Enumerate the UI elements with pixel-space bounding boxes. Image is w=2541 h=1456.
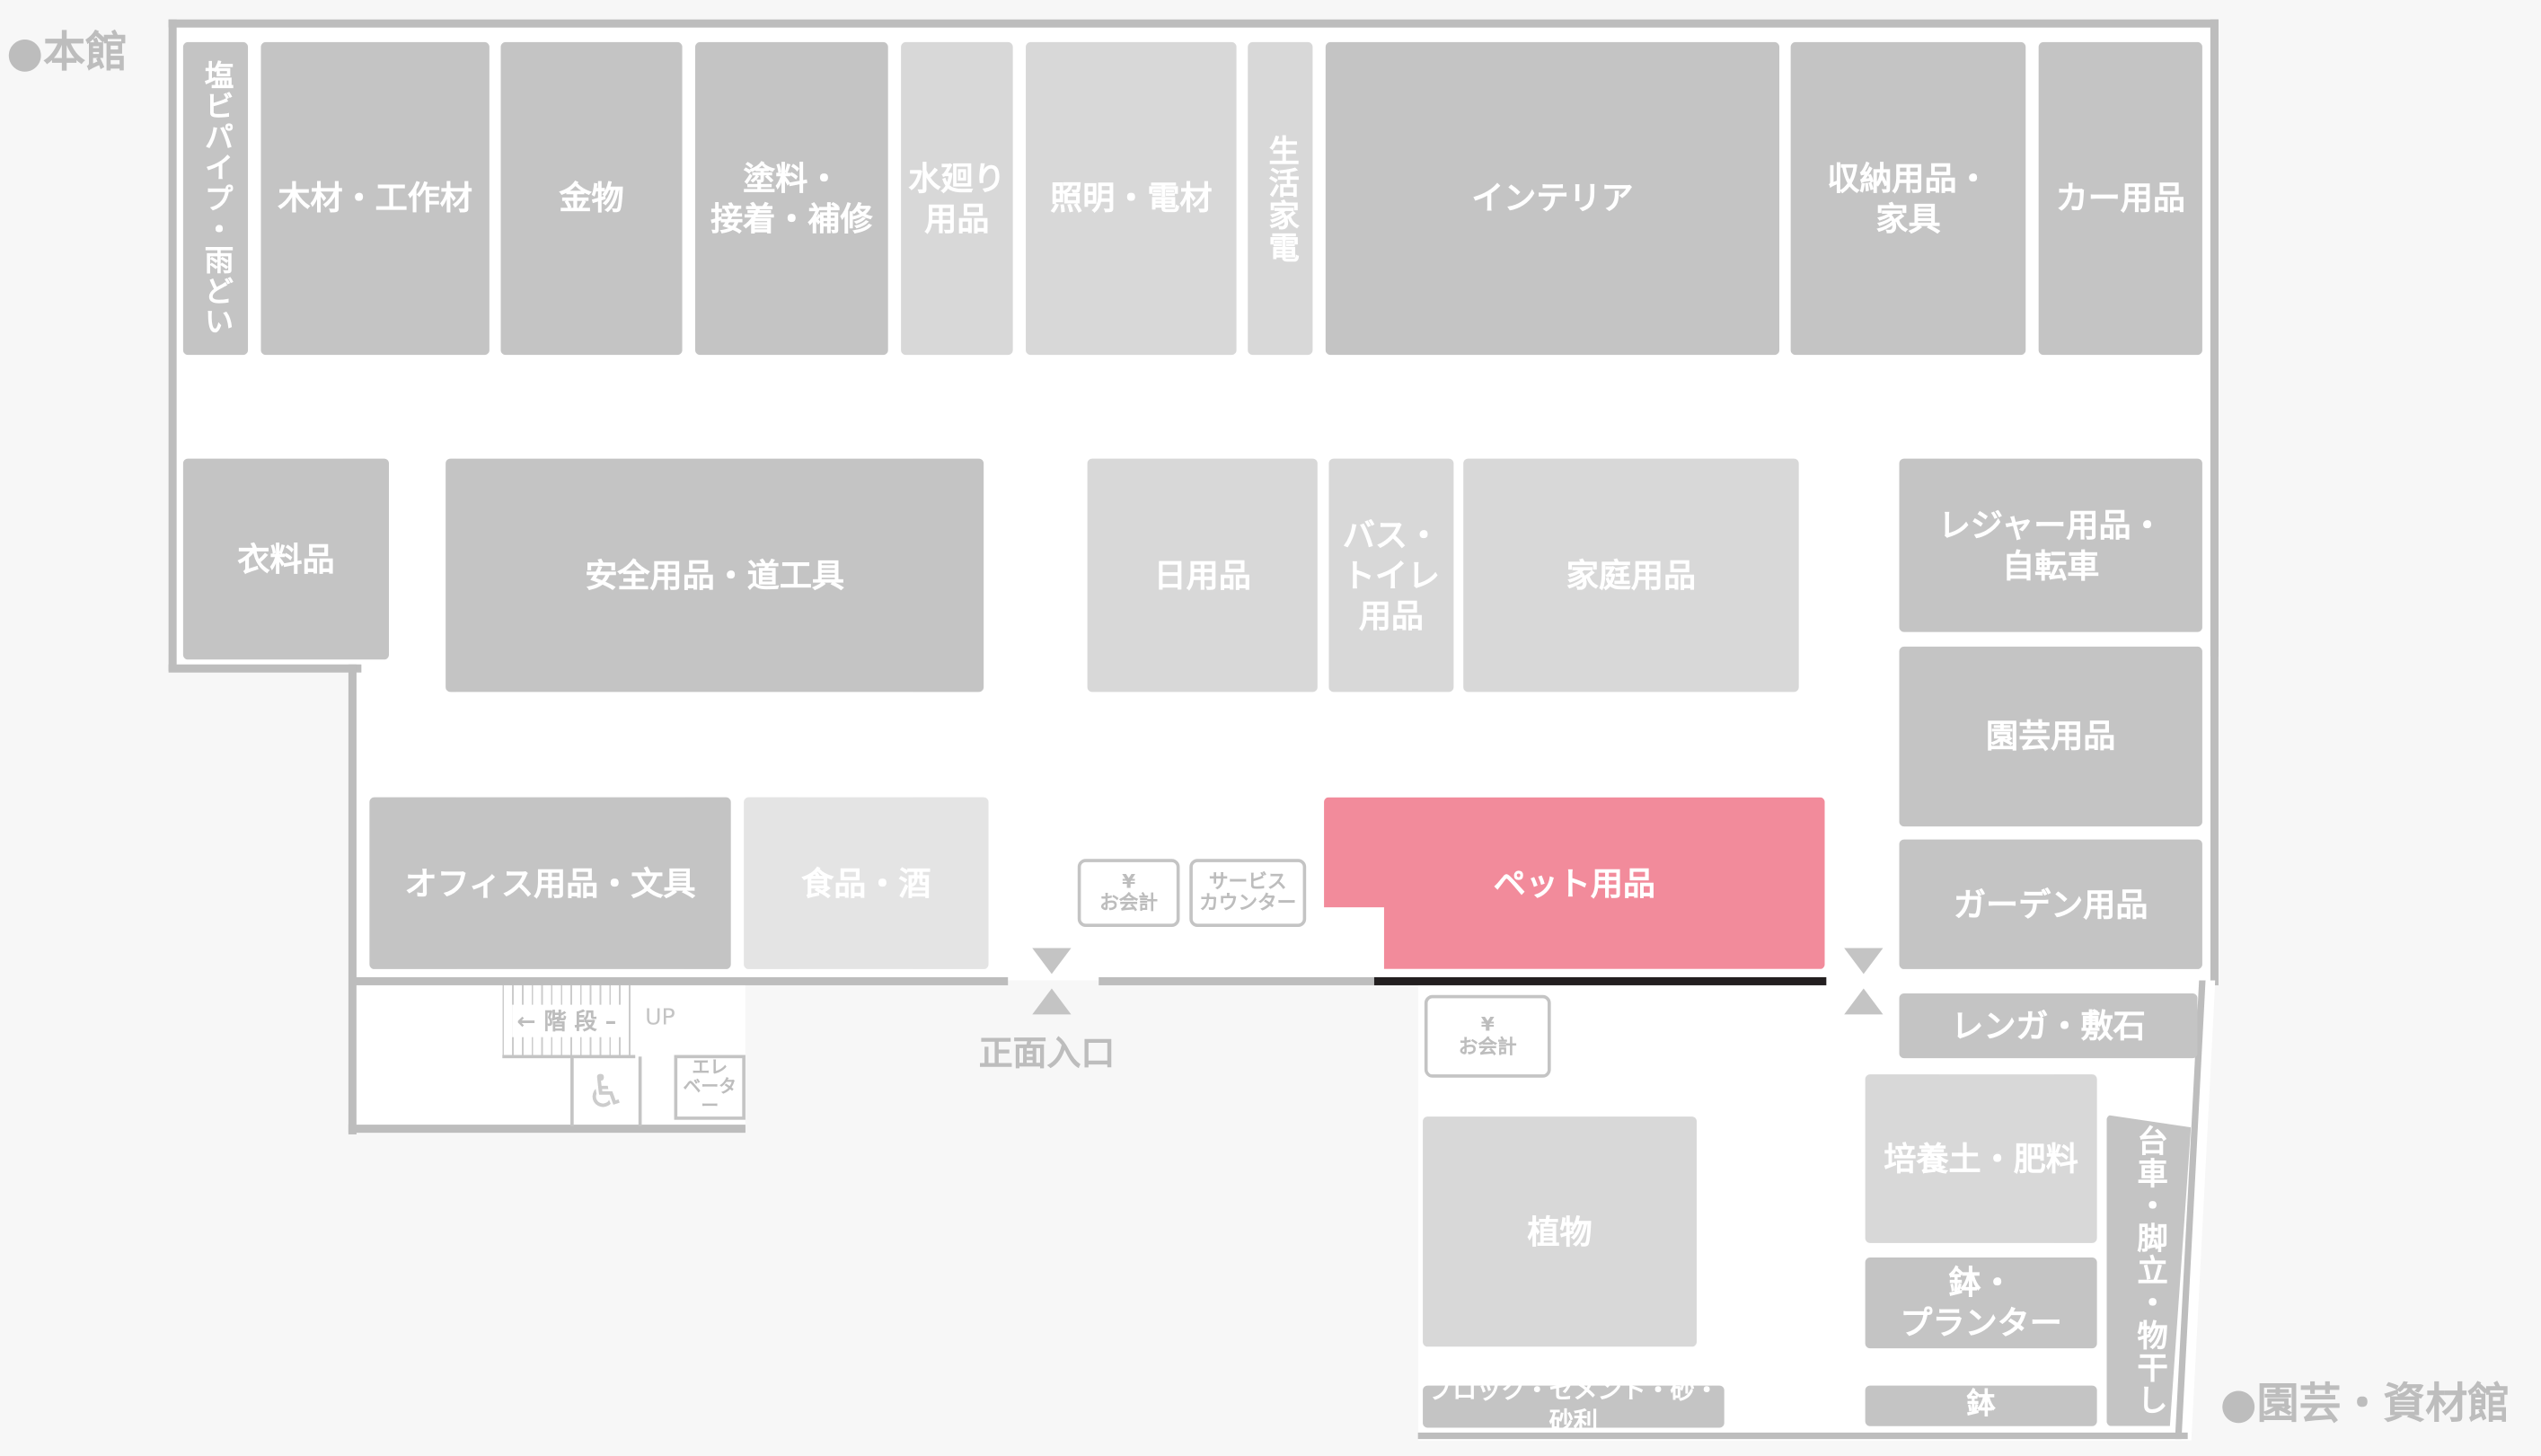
front-wall bbox=[1098, 976, 1378, 985]
label: ベーター bbox=[683, 1075, 737, 1117]
section-gardening[interactable]: 園芸用品 bbox=[1899, 646, 2202, 827]
section-pvc[interactable]: 塩ビパイプ・雨どい bbox=[182, 41, 249, 356]
section-clothing[interactable]: 衣料品 bbox=[182, 458, 390, 660]
garden-building-label: ●園芸・資材館 bbox=[2219, 1381, 2510, 1430]
label: お会計 bbox=[1458, 1034, 1517, 1058]
label: 鉢・ bbox=[1948, 1262, 2014, 1302]
yen-icon: ¥ bbox=[1122, 869, 1136, 893]
label: 用品 bbox=[1358, 596, 1424, 635]
front-wall bbox=[353, 976, 1009, 985]
section-plants[interactable]: 植物 bbox=[1423, 1116, 1697, 1347]
label: 家具 bbox=[1875, 199, 1941, 238]
garden-partition-line bbox=[1373, 976, 1827, 985]
label: サービス bbox=[1208, 869, 1287, 893]
main-building-label: ●本館 bbox=[6, 29, 128, 78]
elevator[interactable]: エレベーター bbox=[674, 1054, 746, 1120]
stairs-label: ← 階 段 – bbox=[512, 1004, 622, 1037]
label: 階 段 bbox=[543, 1010, 597, 1036]
wall bbox=[348, 664, 357, 1134]
main-entrance-label: 正面入口 bbox=[978, 1034, 1116, 1073]
up-label: UP bbox=[645, 1004, 675, 1031]
label: 収納用品・ bbox=[1827, 157, 1990, 198]
service-counter[interactable]: サービスカウンター bbox=[1189, 859, 1307, 928]
section-pots-planters[interactable]: 鉢・プランター bbox=[1865, 1257, 2097, 1349]
entrance-arrow-up-icon bbox=[1844, 988, 1884, 1015]
section-brick[interactable]: レンガ・敷石 bbox=[1899, 993, 2198, 1059]
section-lumber[interactable]: 木材・工作材 bbox=[260, 41, 490, 356]
section-car[interactable]: カー用品 bbox=[2038, 41, 2202, 356]
label: 塗料・ bbox=[743, 157, 841, 198]
garden-checkout-counter[interactable]: ¥お会計 bbox=[1424, 994, 1551, 1078]
section-pot[interactable]: 鉢 bbox=[1865, 1385, 2097, 1426]
section-safety[interactable]: 安全用品・道工具 bbox=[446, 458, 984, 693]
section-office[interactable]: オフィス用品・文具 bbox=[369, 797, 731, 969]
section-pet-highlighted[interactable]: ペット用品 bbox=[1324, 797, 1825, 969]
label: エレ bbox=[692, 1056, 728, 1078]
label: レジャー用品・ bbox=[1937, 505, 2164, 544]
section-leisure[interactable]: レジャー用品・自転車 bbox=[1899, 458, 2202, 632]
section-storage[interactable]: 収納用品・家具 bbox=[1790, 41, 2026, 356]
section-household[interactable]: 家庭用品 bbox=[1463, 458, 1799, 693]
label: 用品 bbox=[924, 199, 990, 238]
section-appliances[interactable]: 生活家電 bbox=[1248, 41, 1313, 356]
section-paint[interactable]: 塗料・接着・補修 bbox=[695, 41, 888, 356]
section-bath[interactable]: バス・トイレ用品 bbox=[1328, 458, 1454, 693]
wall bbox=[2210, 19, 2219, 985]
section-food[interactable]: 食品・酒 bbox=[744, 797, 989, 969]
label: 水廻り bbox=[908, 157, 1006, 198]
wall bbox=[168, 664, 362, 673]
entrance-arrow-up-icon bbox=[1032, 988, 1072, 1015]
section-interior[interactable]: インテリア bbox=[1325, 41, 1780, 356]
label: お会計 bbox=[1099, 891, 1159, 914]
label: カウンター bbox=[1199, 891, 1297, 914]
label: トイレ bbox=[1342, 554, 1441, 595]
section-lighting[interactable]: 照明・電材 bbox=[1026, 41, 1237, 356]
label: バス・ bbox=[1342, 514, 1441, 554]
wheelchair-icon: ♿ bbox=[570, 1056, 642, 1126]
section-daily[interactable]: 日用品 bbox=[1087, 458, 1318, 693]
wall bbox=[348, 1125, 746, 1134]
entrance-arrow-down-icon bbox=[1032, 948, 1072, 975]
yen-icon: ¥ bbox=[1480, 1013, 1495, 1037]
section-soil[interactable]: 培養土・肥料 bbox=[1865, 1074, 2097, 1243]
section-water[interactable]: 水廻り用品 bbox=[901, 41, 1013, 356]
label: 自転車 bbox=[2002, 545, 2100, 585]
section-hardware[interactable]: 金物 bbox=[500, 41, 683, 356]
label: プランター bbox=[1900, 1302, 2062, 1342]
checkout-counter[interactable]: ¥お会計 bbox=[1077, 859, 1180, 928]
entrance-arrow-down-icon bbox=[1844, 948, 1884, 975]
section-garden[interactable]: ガーデン用品 bbox=[1899, 839, 2202, 969]
wall bbox=[1417, 1432, 2188, 1440]
label: 接着・補修 bbox=[710, 199, 873, 238]
section-block[interactable]: ブロック・セメント・砂・砂利 bbox=[1423, 1376, 1725, 1436]
